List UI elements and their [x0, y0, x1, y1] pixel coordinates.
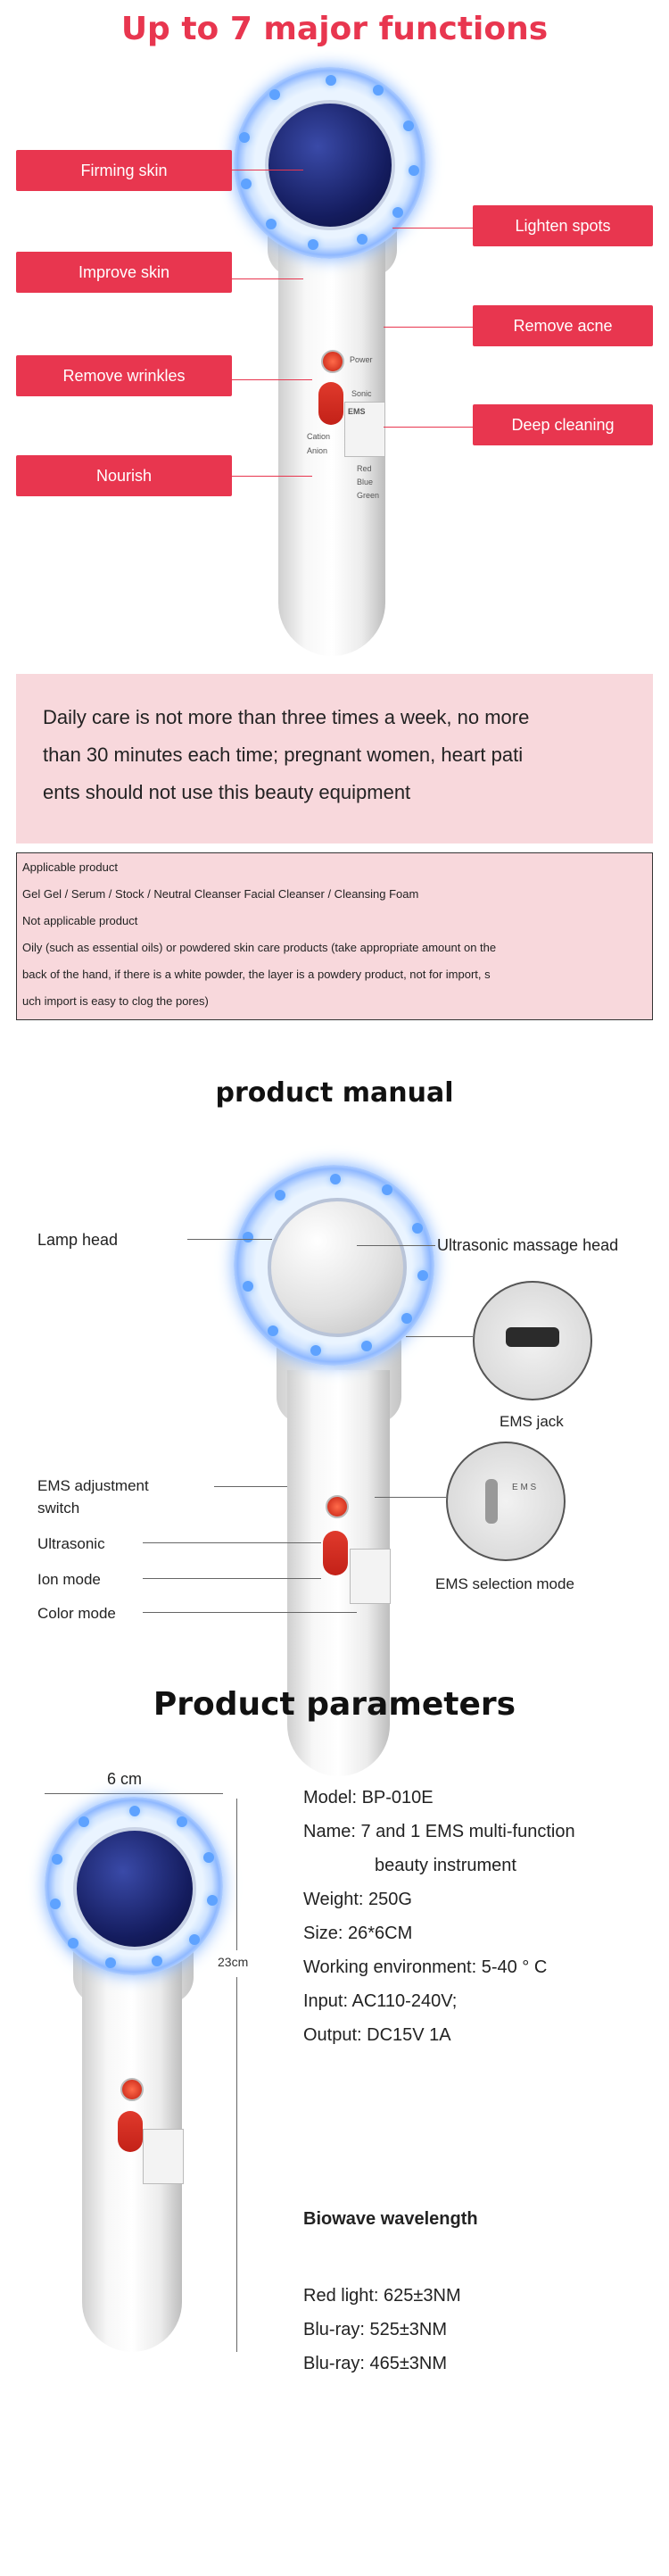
spec-environment: Working environment: 5-40 ° C — [303, 1957, 548, 1977]
tag-remove-wrinkles: Remove wrinkles — [16, 355, 232, 396]
label-ems-adjustment-switch: switch — [37, 1500, 80, 1517]
parameters-section: Product parameters 6 cm 23cm Model: BP-0… — [0, 1683, 669, 2576]
tag-firming-skin: Firming skin — [16, 150, 232, 191]
manual-device-image — [0, 906, 669, 1776]
device-image: Power Sonic EMS Cation Anion Red Blue Gr… — [0, 0, 669, 674]
label-ultrasonic: Ultrasonic — [37, 1535, 105, 1552]
width-label: 6 cm — [107, 1770, 143, 1788]
label-lamp-head: Lamp head — [37, 1231, 119, 1249]
ems-jack-zoom — [473, 1281, 592, 1400]
bio-blu-1: Blu-ray: 525±3NM — [303, 2320, 448, 2339]
functions-title: Up to 7 major functions — [120, 11, 549, 47]
tag-lighten-spots: Lighten spots — [473, 205, 653, 246]
applicable-product-box: Applicable product Gel Gel / Serum / Sto… — [16, 852, 653, 1020]
spec-output: Output: DC15V 1A — [303, 2025, 451, 2045]
params-device-image — [0, 1683, 303, 2576]
tag-remove-acne: Remove acne — [473, 305, 653, 346]
manual-title: product manual — [215, 1077, 454, 1109]
manual-section: Applicable product Gel Gel / Serum / Sto… — [0, 852, 669, 1776]
tag-deep-cleaning: Deep cleaning — [473, 404, 653, 445]
spec-weight: Weight: 250G — [303, 1890, 412, 1909]
biowave-title: Biowave wavelength — [303, 2209, 478, 2229]
functions-section: Up to 7 major functions Power Sonic EMS … — [0, 0, 669, 674]
label-ion-mode: Ion mode — [37, 1571, 101, 1588]
height-label: 23cm — [218, 1955, 249, 1969]
ems-selection-zoom: E M S — [446, 1442, 566, 1561]
label-color-mode: Color mode — [37, 1605, 116, 1622]
spec-size: Size: 26*6CM — [303, 1924, 413, 1943]
label-ems-adjustment: EMS adjustment — [37, 1477, 149, 1494]
label-ems-jack: EMS jack — [500, 1413, 564, 1430]
bio-blu-2: Blu-ray: 465±3NM — [303, 2354, 448, 2373]
params-title: Product parameters — [153, 1686, 516, 1723]
tag-nourish: Nourish — [16, 455, 232, 496]
tag-improve-skin: Improve skin — [16, 252, 232, 293]
spec-name: Name: 7 and 1 EMS multi-function — [303, 1822, 575, 1841]
power-button-image — [321, 350, 344, 373]
usage-notice: Daily care is not more than three times … — [16, 674, 653, 843]
spec-name-cont: beauty instrument — [375, 1856, 516, 1875]
bio-red: Red light: 625±3NM — [303, 2286, 461, 2306]
spec-model: Model: BP-010E — [303, 1788, 434, 1807]
spec-input: Input: AC110-240V; — [303, 1991, 458, 2011]
notice-section: Daily care is not more than three times … — [0, 674, 669, 906]
label-ems-selection: EMS selection mode — [435, 1575, 574, 1592]
label-ultrasonic-head: Ultrasonic massage head — [437, 1236, 619, 1254]
